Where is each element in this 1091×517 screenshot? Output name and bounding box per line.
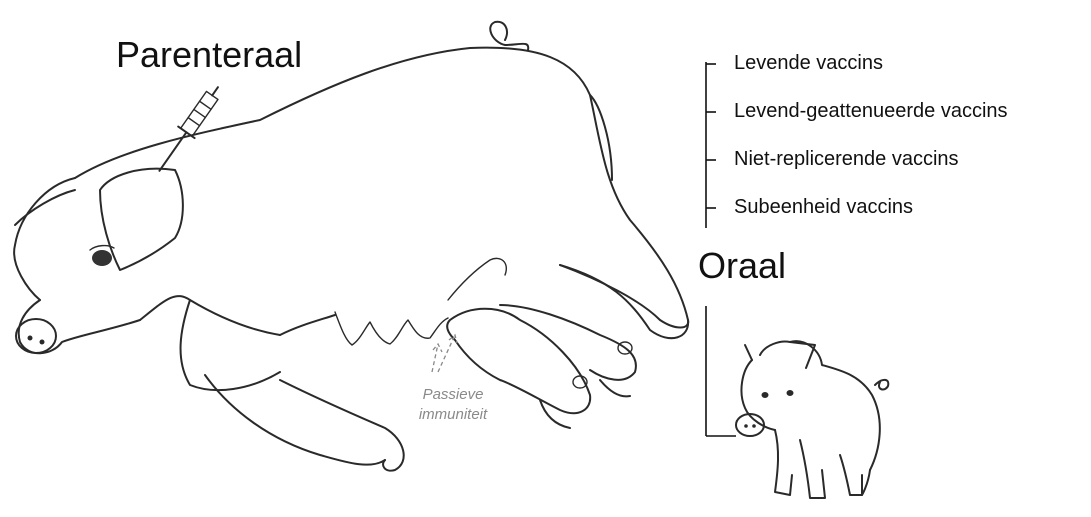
vaccine-types-bracket xyxy=(706,62,716,228)
passive-immunity-line1: Passieve xyxy=(398,385,508,405)
parenteral-label: Parenteraal xyxy=(116,34,302,76)
oral-label: Oraal xyxy=(698,245,786,287)
standing-piglet-illustration xyxy=(736,341,888,498)
passive-immunity-arrows xyxy=(432,335,457,372)
vaccine-type-live: Levende vaccins xyxy=(734,52,883,75)
vaccine-type-live-attenuated: Levend-geattenueerde vaccins xyxy=(734,100,1008,123)
passive-immunity-label: Passieve immuniteit xyxy=(398,385,508,425)
sow-illustration xyxy=(14,22,688,471)
passive-immunity-line2: immuniteit xyxy=(398,405,508,425)
vaccine-type-non-replicating: Niet-replicerende vaccins xyxy=(734,148,959,171)
vaccine-type-subunit: Subeenheid vaccins xyxy=(734,196,913,219)
oral-bracket xyxy=(706,306,736,436)
